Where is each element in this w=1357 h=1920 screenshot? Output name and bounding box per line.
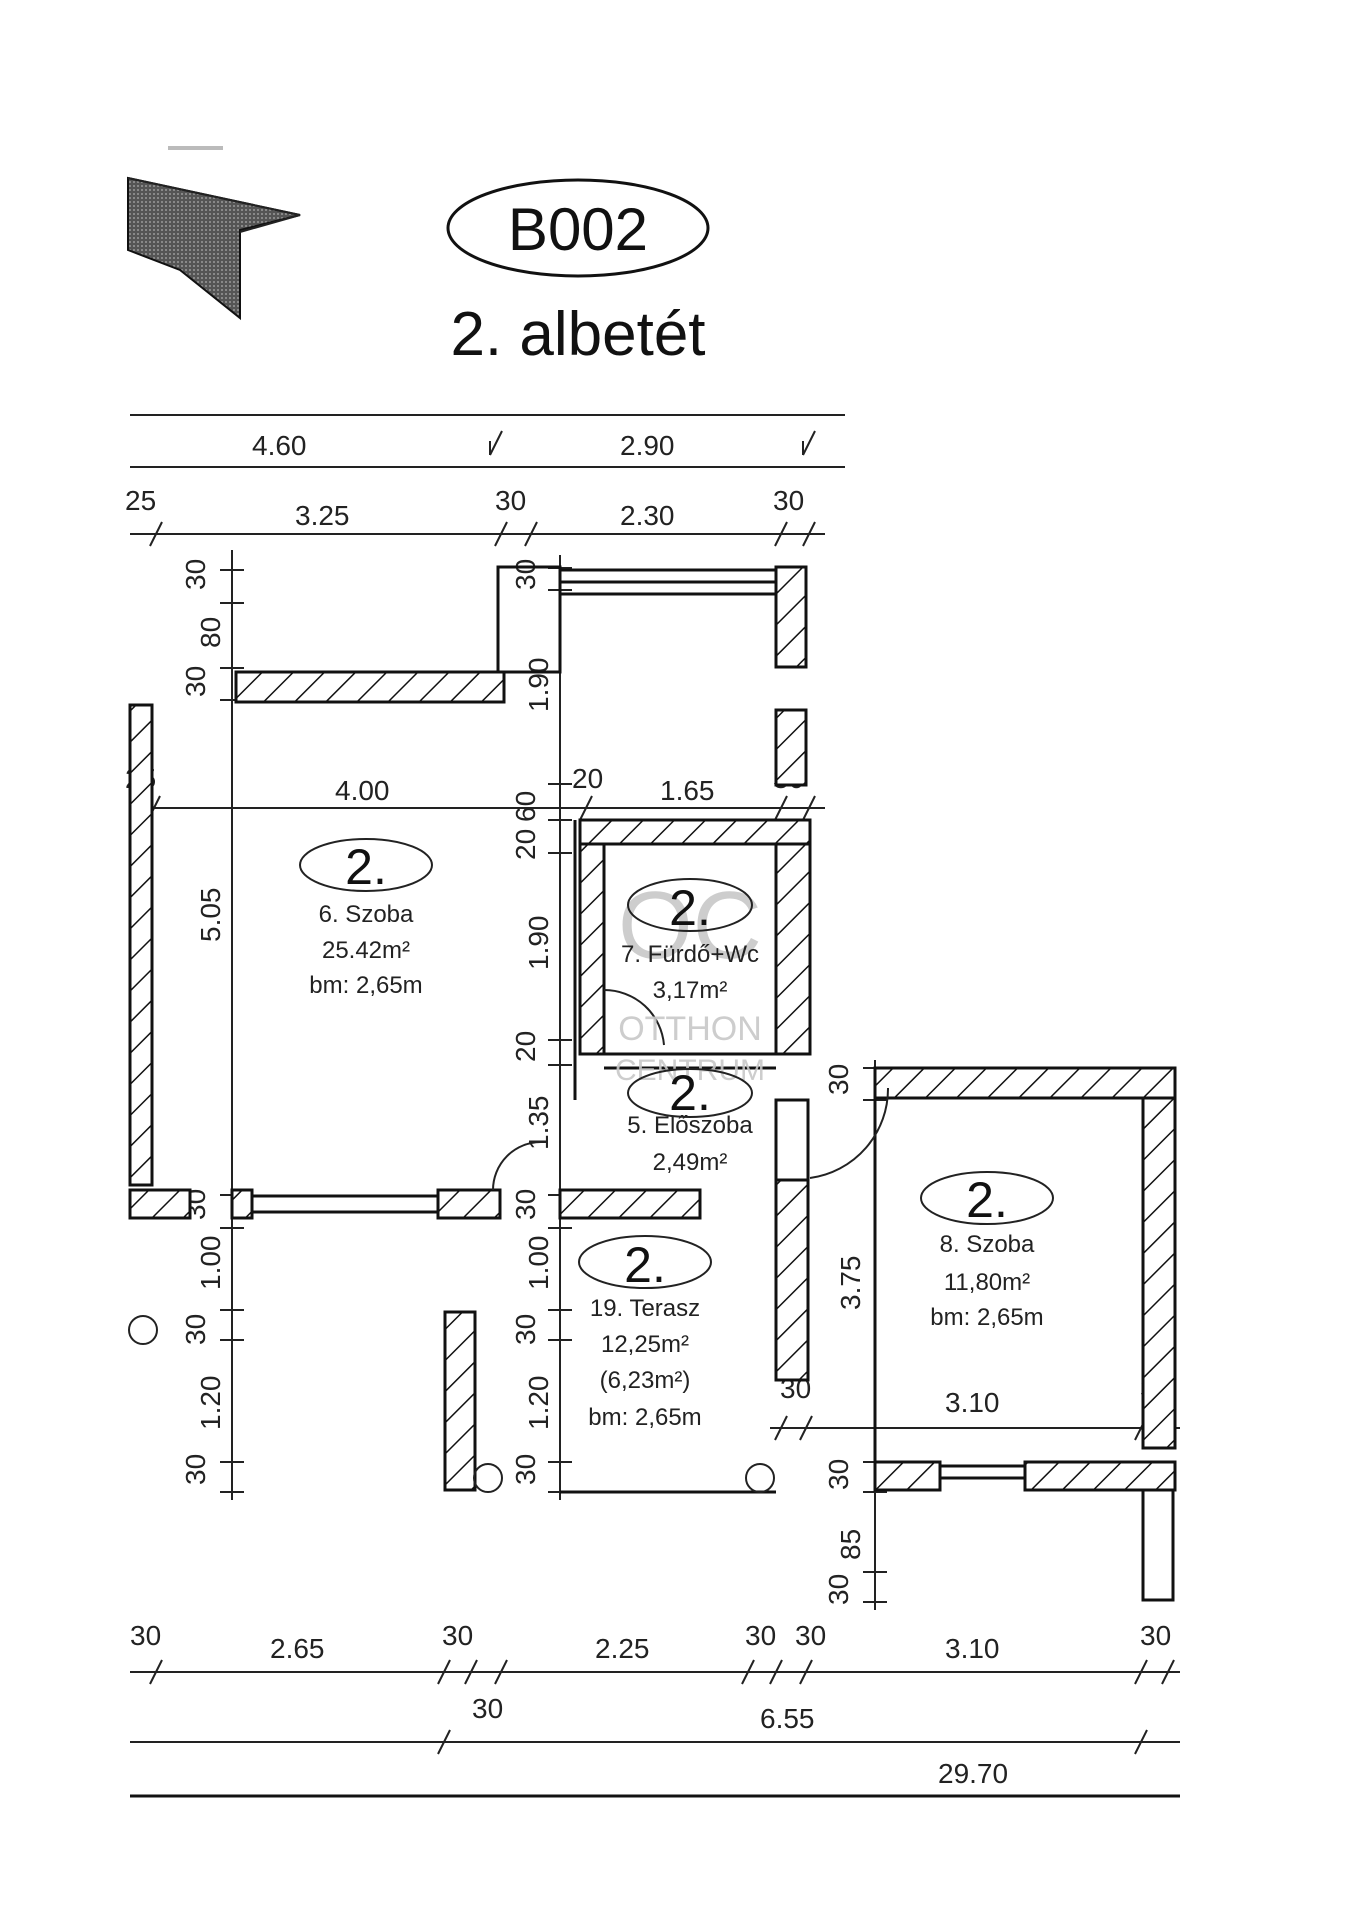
watermark-logo-icon: OC [618,872,762,979]
room-8-label: 2. 8. Szoba 11,80m² bm: 2,65m [920,1171,1054,1331]
room-19-unit-no: 2. [624,1237,666,1293]
right-dimensions: 30 3.75 30 85 30 30 3.10 30 [770,1060,1180,1610]
dim-room-1-65: 1.65 [660,775,715,806]
dim-mid-60: 60 [510,791,541,822]
dim-left-30e: 30 [180,1454,211,1485]
dim-top-4-60: 4.60 [252,430,307,461]
middle-dimensions: 30 1.90 60 20 1.90 20 1.35 30 1.00 30 1.… [510,555,572,1500]
dim-bottom-30c: 30 [745,1620,776,1651]
room-6-unit-no: 2. [345,839,387,895]
dim-right-w-3-10: 3.10 [945,1387,1000,1418]
dim-left-80: 80 [195,617,226,648]
room-8-name: 8. Szoba [940,1231,1035,1258]
dim-left-30b: 30 [180,666,211,697]
dim-top2-25: 25 [125,485,156,516]
dim-mid-30c: 30 [510,1314,541,1345]
left-dimensions: 30 80 30 25 5.05 30 1.00 30 1.20 30 [125,550,244,1500]
dim-left-1-20: 1.20 [195,1376,226,1431]
dim-mid-1-00: 1.00 [523,1236,554,1291]
dim-right-30c: 30 [823,1574,854,1605]
dim-right-30a: 30 [823,1064,854,1095]
room-7-label: 2. 7. Fürdő+Wc 3,17m² [621,878,759,1004]
dim-bottom-30b: 30 [442,1620,473,1651]
dim-bottom-3-10: 3.10 [945,1633,1000,1664]
dim-top2-3-25: 3.25 [295,500,350,531]
dim-top2-30a: 30 [495,485,526,516]
dim-right-30b: 30 [823,1459,854,1490]
dim-bottom2-6-55: 6.55 [760,1703,815,1734]
room-7-name: 7. Fürdő+Wc [621,941,759,968]
room-19-height: bm: 2,65m [588,1404,701,1431]
dim-bottom-30d: 30 [795,1620,826,1651]
dim-left-30a: 30 [180,559,211,590]
room-8-area: 11,80m² [944,1269,1030,1296]
dim-mid-1-90b: 1.90 [523,916,554,971]
dim-right-85: 85 [835,1529,866,1560]
dim-top2-30b: 30 [773,485,804,516]
room-19-name: 19. Terasz [590,1295,700,1322]
room-19-area: 12,25m² [601,1331,689,1358]
room-5-name: 5. Előszoba [627,1112,753,1139]
dim-mid-30a: 30 [510,559,541,590]
watermark: OC OTTHON CENTRUM [615,872,765,1087]
dim-top2-2-30: 2.30 [620,500,675,531]
bottom-dimensions: 30 2.65 30 2.25 30 30 3.10 30 30 6.55 29… [130,1620,1180,1798]
dim-mid-1-35: 1.35 [523,1096,554,1151]
room-width-dimensions: 4.00 20 1.65 30 [130,763,825,821]
room-6-label: 2. 6. Szoba 25.42m² bm: 2,65m [299,838,433,999]
room-6-area: 25.42m² [322,937,410,964]
room-8-unit-no: 2. [966,1172,1008,1228]
dim-bottom-30a: 30 [130,1620,161,1651]
dim-bottom-30e: 30 [1140,1620,1171,1651]
room-7-area: 3,17m² [653,977,728,1004]
dim-room-20: 20 [572,763,603,794]
room-5-unit-no: 2. [669,1065,711,1121]
dim-mid-20b: 20 [510,1031,541,1062]
dim-left-5-05: 5.05 [195,888,226,943]
walls [128,565,1177,1602]
room-6-name: 6. Szoba [319,901,414,928]
room-19-label: 2. 19. Terasz 12,25m² (6,23m²) bm: 2,65m [578,1235,712,1431]
dim-mid-30d: 30 [510,1454,541,1485]
room-7-unit-no: 2. [669,880,711,936]
room-8-height: bm: 2,65m [930,1304,1043,1331]
dim-left-1-00: 1.00 [195,1236,226,1291]
dim-left-30d: 30 [180,1314,211,1345]
watermark-line2: CENTRUM [615,1054,765,1087]
dim-right-3-75: 3.75 [835,1256,866,1311]
unit-label: 2. albetét [450,300,705,369]
dim-top-2-90: 2.90 [620,430,675,461]
dim-bottom3-29-70: 29.70 [938,1758,1008,1789]
watermark-line1: OTTHON [618,1010,762,1048]
plan-code: B002 [508,196,648,263]
room-19-area-extra: (6,23m²) [600,1367,691,1394]
dim-mid-1-90a: 1.90 [523,658,554,713]
dim-bottom-2-25: 2.25 [595,1633,650,1664]
top-dimensions: 4.60 2.90 25 3.25 30 2.30 30 [125,414,845,547]
dim-bottom2-30: 30 [472,1693,503,1724]
room-5-label: 2. 5. Előszoba 2,49m² [627,1065,753,1176]
dim-mid-1-20: 1.20 [523,1376,554,1431]
dim-bottom-2-65: 2.65 [270,1633,325,1664]
plan-code-ellipse [446,178,710,278]
room-5-area: 2,49m² [653,1149,728,1176]
north-arrow-icon [127,146,301,321]
dim-mid-30b: 30 [510,1189,541,1220]
room-6-height: bm: 2,65m [309,972,422,999]
dim-mid-20a: 20 [510,829,541,860]
dim-room-4-00: 4.00 [335,775,390,806]
